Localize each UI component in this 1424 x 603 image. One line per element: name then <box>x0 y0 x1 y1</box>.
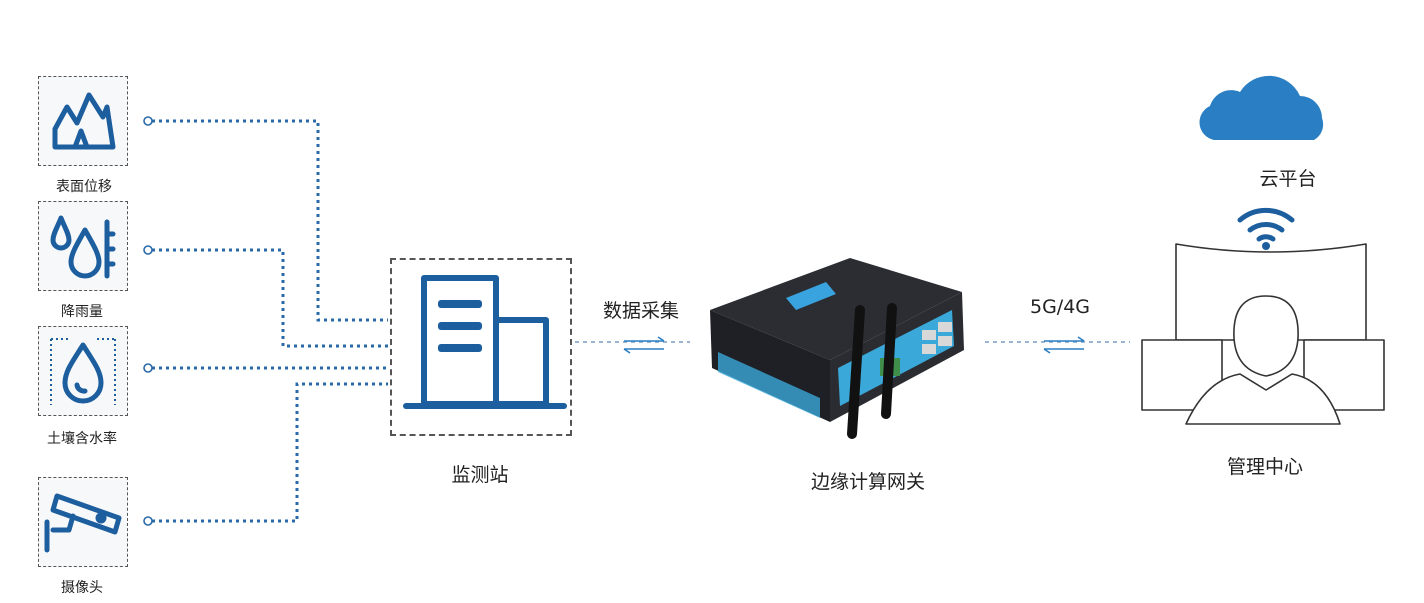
sensor-label-camera: 摄像头 <box>61 580 103 596</box>
soil-moisture-drop-icon <box>50 338 116 405</box>
surveillance-camera-icon <box>44 493 122 553</box>
building-icon <box>403 275 567 409</box>
bidirectional-arrows-left <box>623 336 665 354</box>
network-label: 5G/4G <box>1029 296 1091 318</box>
sensor-label-soil-moisture: 土壤含水率 <box>47 431 117 447</box>
gateway-label: 边缘计算网关 <box>810 471 925 493</box>
router-device-icon <box>710 258 964 439</box>
sensor-box-soil-moisture <box>38 326 128 416</box>
mountain-displacement-icon <box>52 92 116 150</box>
station-box <box>390 258 572 436</box>
cloud-icon <box>1199 75 1324 140</box>
sensor-box-displacement <box>38 76 128 166</box>
cloud-label: 云平台 <box>1259 168 1317 190</box>
sensor-box-camera <box>38 477 128 567</box>
sensor-label-displacement: 表面位移 <box>56 179 112 195</box>
sensor-box-rainfall <box>38 201 128 291</box>
bidirectional-arrows-right <box>1043 336 1085 354</box>
sensor-label-rainfall: 降雨量 <box>61 304 103 320</box>
operator-monitors-icon <box>1141 243 1385 425</box>
rain-drops-icon <box>50 215 116 279</box>
collection-label: 数据采集 <box>602 300 679 322</box>
management-label: 管理中心 <box>1226 456 1303 478</box>
wifi-icon <box>1237 207 1295 250</box>
station-label: 监测站 <box>451 464 509 486</box>
